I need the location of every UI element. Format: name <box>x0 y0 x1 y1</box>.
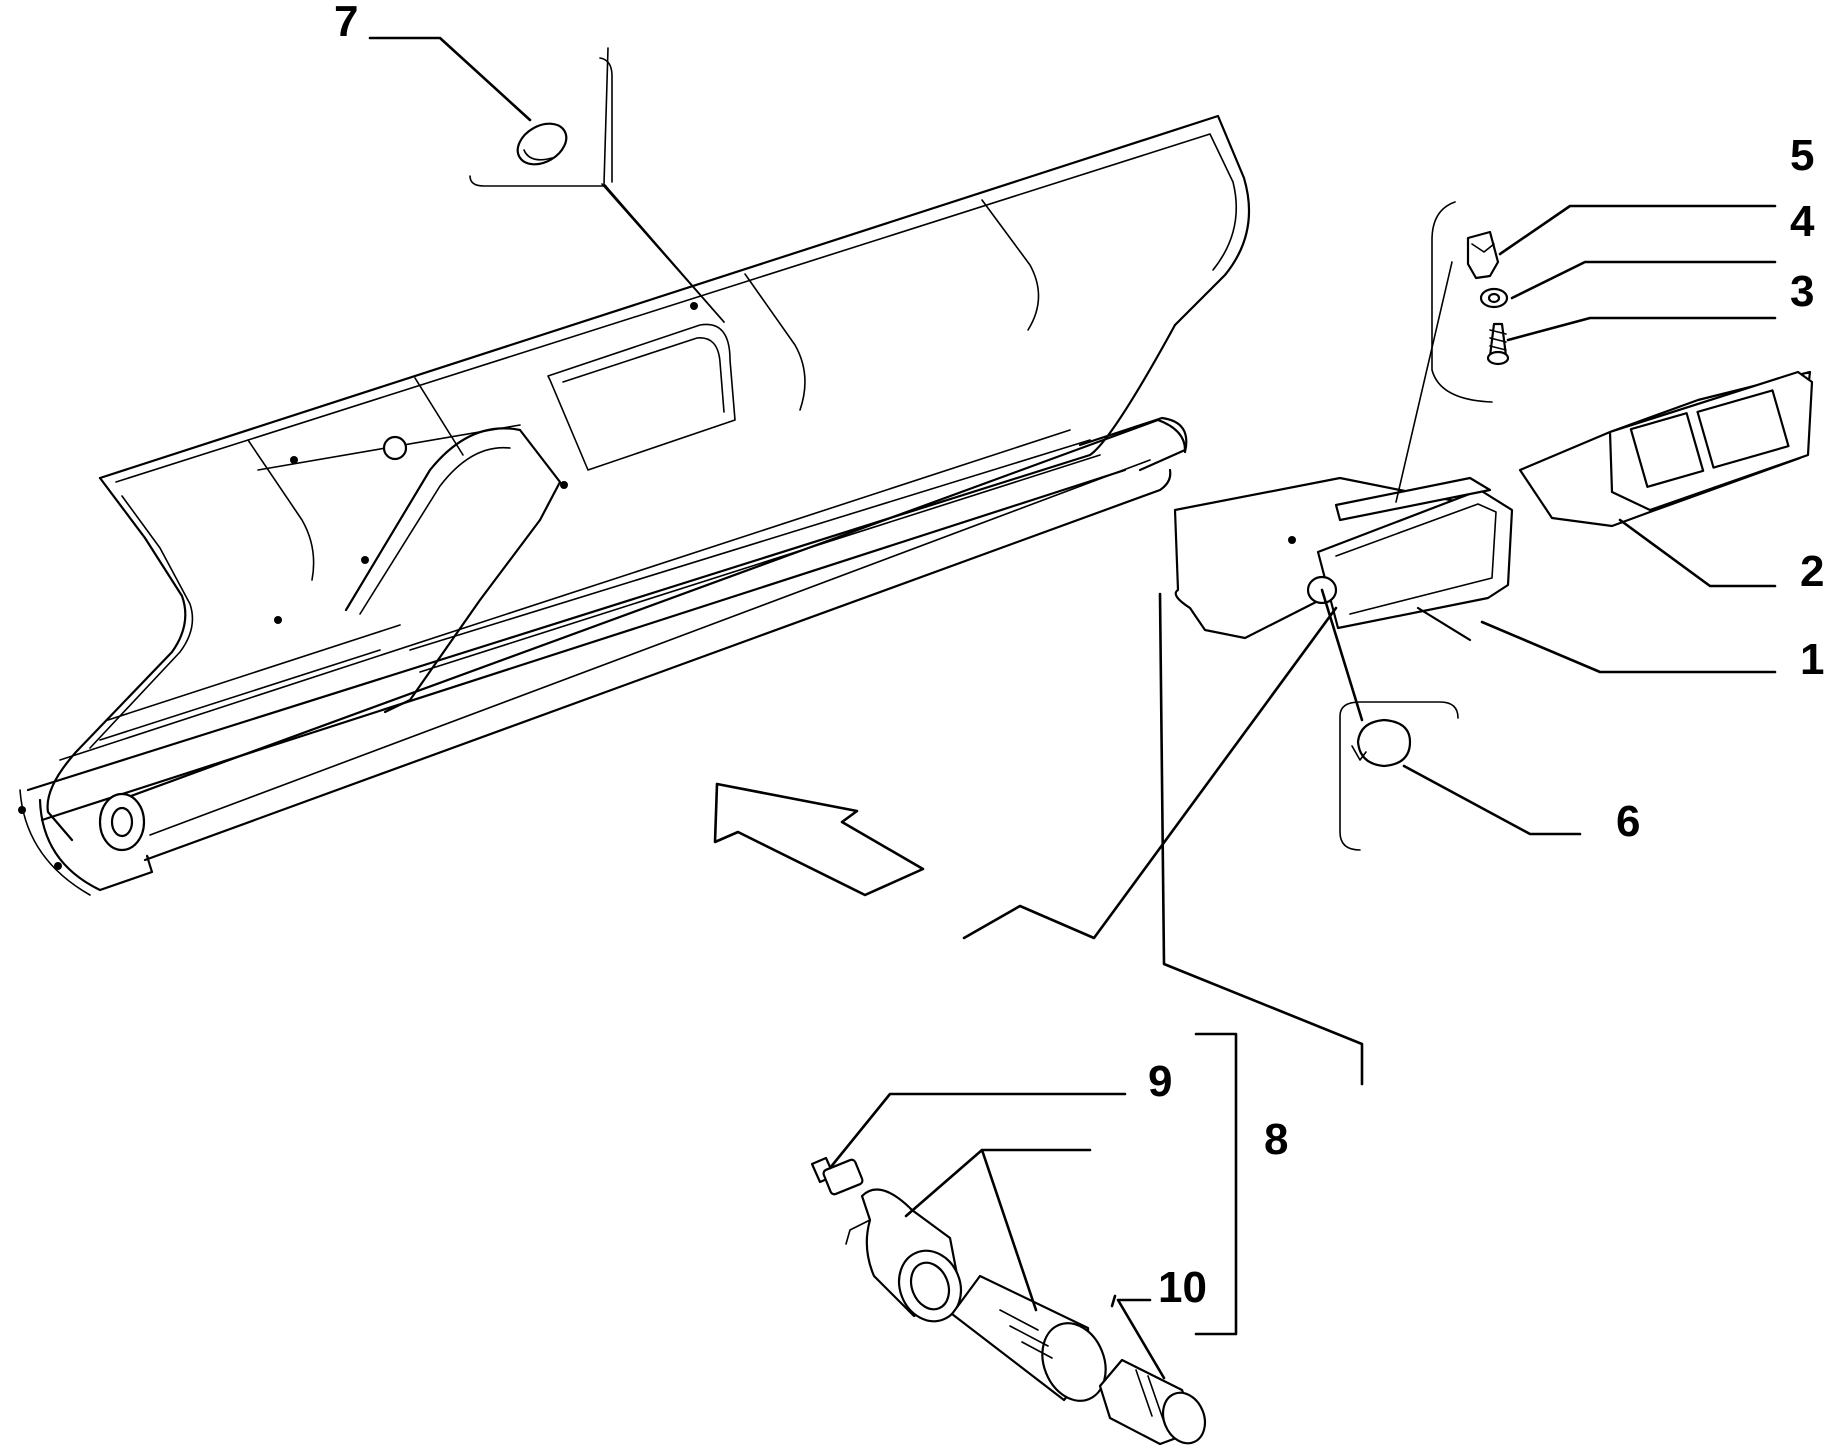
part-9-bulb <box>810 1156 864 1196</box>
callout-7: 7 <box>334 0 358 46</box>
part-10-plug <box>1098 1358 1207 1445</box>
callout-2: 2 <box>1800 547 1824 596</box>
dashboard-panel <box>18 114 1251 896</box>
part-1-bracket <box>1173 476 1514 642</box>
callout-8: 8 <box>1264 1115 1288 1164</box>
part-3-screw <box>1486 322 1510 366</box>
callout-10: 10 <box>1158 1263 1207 1312</box>
part-8-lighter-body <box>950 1274 1107 1402</box>
part-2-tray <box>1518 370 1814 528</box>
callout-5: 5 <box>1790 131 1814 180</box>
part-4-washer-hole <box>1487 292 1501 304</box>
part-5-clip <box>1466 230 1500 280</box>
callout-6: 6 <box>1616 797 1640 846</box>
group-bracket-3-5 <box>1431 201 1493 403</box>
callout-4: 4 <box>1790 197 1815 246</box>
group-bracket-6 <box>1339 701 1459 851</box>
group-bracket-7 <box>469 57 613 187</box>
callout-3: 3 <box>1790 267 1814 316</box>
part-8-socket <box>845 1188 963 1323</box>
group-bracket-8-10 <box>1194 1032 1238 1336</box>
callout-1: 1 <box>1800 635 1824 684</box>
direction-arrow-icon <box>713 782 925 897</box>
callout-9: 9 <box>1148 1057 1172 1106</box>
part-7-plug <box>516 122 568 166</box>
break-line <box>962 592 1364 1086</box>
part-6-cap <box>1351 718 1412 768</box>
